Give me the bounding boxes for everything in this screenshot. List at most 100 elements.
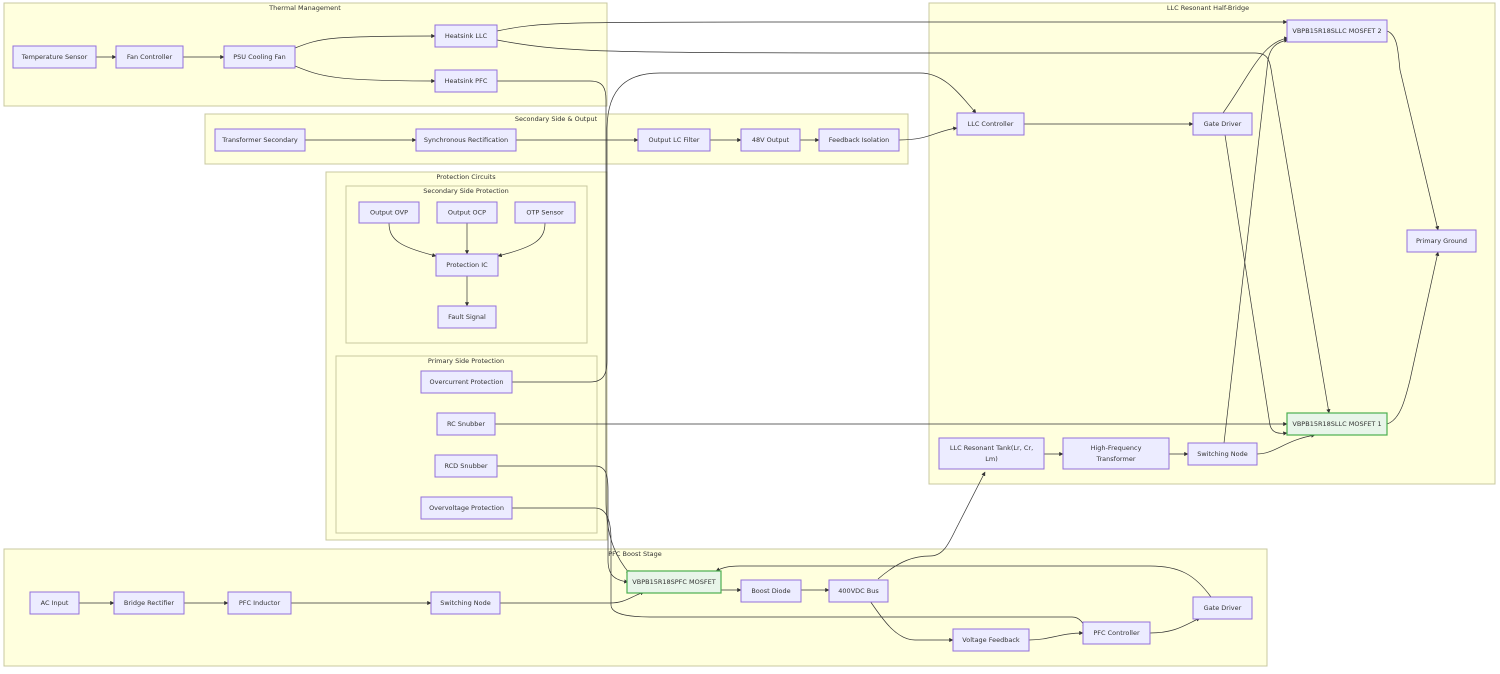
edge-mosfet1-ground [1386,251,1440,425]
node-mosfet-1[interactable]: VBPB15R18SLLC MOSFET 1 [1286,412,1388,436]
edge-feedback-pfcctrl [1028,630,1084,641]
node-llc-switching-node[interactable]: Switching Node [1187,442,1258,466]
label-llc-tank-line2: Lm) [985,455,998,463]
label-synchronous-rectification: Synchronous Rectification [424,136,508,144]
node-synchronous-rectification[interactable]: Synchronous Rectification [415,128,517,152]
label-overcurrent-protection: Overcurrent Protection [430,378,504,386]
label-otp-sensor: OTP Sensor [526,209,564,217]
label-voltage-feedback: Voltage Feedback [962,636,1020,644]
edge-rcd-pfcmosfet [497,465,629,584]
node-rcd-snubber[interactable]: RCD Snubber [434,454,498,478]
label-bridge-rectifier: Bridge Rectifier [124,599,174,607]
label-overvoltage-protection: Overvoltage Protection [429,504,504,512]
node-pfc-gate-driver[interactable]: Gate Driver [1192,596,1253,620]
cluster-pfc-boost-stage: PFC Boost Stage [3,548,1268,667]
cluster-title-protection: Protection Circuits [436,173,496,181]
edge-psufan-heatsinkllc [294,33,436,49]
label-output-ovp: Output OVP [370,209,408,217]
node-overvoltage-protection[interactable]: Overvoltage Protection [420,496,513,520]
node-pfc-mosfet[interactable]: VBPB15R18SPFC MOSFET [626,570,722,594]
label-fault-signal: Fault Signal [448,313,486,321]
cluster-thermal-management: Thermal Management [3,2,608,107]
edge-otp-ic [497,222,546,258]
cluster-title-llc: LLC Resonant Half-Bridge [1167,4,1249,12]
label-output-ocp: Output OCP [448,209,486,217]
cluster-secondary-output: Secondary Side & Output [204,113,909,165]
node-otp-sensor[interactable]: OTP Sensor [514,201,576,224]
node-llc-controller[interactable]: LLC Controller [956,112,1025,136]
label-mosfet-2: VBPB15R18SLLC MOSFET 2 [1292,27,1381,35]
node-output-lc-filter[interactable]: Output LC Filter [637,128,711,152]
label-heatsink-llc: Heatsink LLC [445,32,488,40]
label-pfc-switching-node: Switching Node [440,599,491,607]
edge-gatedriver-mosfet1 [1224,134,1288,436]
node-output-ovp[interactable]: Output OVP [358,201,420,224]
node-heatsink-llc[interactable]: Heatsink LLC [434,24,498,48]
node-48v-output[interactable]: 48V Output [740,128,801,152]
node-overcurrent-protection[interactable]: Overcurrent Protection [420,370,513,394]
node-psu-cooling-fan[interactable]: PSU Cooling Fan [223,45,296,69]
node-bridge-rectifier[interactable]: Bridge Rectifier [113,591,185,615]
edge-bus-tank [877,471,986,580]
node-400vdc-bus[interactable]: 400VDC Bus [828,579,889,603]
node-pfc-controller[interactable]: PFC Controller [1082,621,1151,645]
edge-gatedriver-mosfet2 [1222,36,1289,114]
node-llc-resonant-tank[interactable]: LLC Resonant Tank(Lr, Cr, Lm) [938,437,1045,470]
cluster-title-pfc: PFC Boost Stage [608,550,661,558]
node-ac-input[interactable]: AC Input [29,591,80,615]
node-output-ocp[interactable]: Output OCP [436,201,498,224]
cluster-title-secondary-protection: Secondary Side Protection [423,187,509,195]
label-protection-ic: Protection IC [446,261,488,269]
label-heatsink-pfc: Heatsink PFC [445,77,488,85]
node-fan-controller[interactable]: Fan Controller [115,45,184,69]
node-pfc-switching-node[interactable]: Switching Node [430,591,501,615]
edge-heatsinkllc-mosfet2 [496,19,1288,32]
node-primary-ground[interactable]: Primary Ground [1406,229,1477,253]
label-hf-transformer-line2: Transformer [1095,455,1135,463]
label-fan-controller: Fan Controller [127,53,173,61]
node-transformer-secondary[interactable]: Transformer Secondary [214,128,306,152]
node-mosfet-2[interactable]: VBPB15R18SLLC MOSFET 2 [1286,19,1388,43]
label-boost-diode: Boost Diode [751,587,790,595]
edge-overcurrent-llcctrl [512,72,977,383]
edge-ovp-pfcctrl [512,507,1087,630]
node-feedback-isolation[interactable]: Feedback Isolation [818,128,900,152]
label-llc-tank-line1: LLC Resonant Tank(Lr, Cr, [950,444,1033,452]
node-llc-gate-driver[interactable]: Gate Driver [1192,112,1253,136]
cluster-title-secondary-output: Secondary Side & Output [515,115,598,123]
label-psu-cooling-fan: PSU Cooling Fan [233,53,286,61]
node-heatsink-pfc[interactable]: Heatsink PFC [434,69,498,93]
node-temperature-sensor[interactable]: Temperature Sensor [12,45,97,69]
edge-switching-mosfet2 [1223,38,1289,444]
edges [79,19,1440,643]
label-rcd-snubber: RCD Snubber [444,462,487,470]
node-protection-ic[interactable]: Protection IC [435,253,499,277]
cluster-title-thermal: Thermal Management [268,4,341,12]
label-rc-snubber: RC Snubber [447,420,485,428]
label-feedback-isolation: Feedback Isolation [829,136,890,144]
edge-switching-mosfet1 [1256,433,1316,455]
cluster-llc-half-bridge: LLC Resonant Half-Bridge [928,2,1496,485]
cluster-title-primary-protection: Primary Side Protection [428,357,504,365]
edge-pfcctrl-gatedriver [1149,617,1201,634]
edge-ovp-ic [388,222,437,258]
node-boost-diode[interactable]: Boost Diode [740,579,802,603]
node-rc-snubber[interactable]: RC Snubber [436,412,496,436]
label-llc-switching-node: Switching Node [1197,450,1248,458]
label-temperature-sensor: Temperature Sensor [21,53,88,61]
label-output-lc-filter: Output LC Filter [649,136,700,144]
node-high-frequency-transformer[interactable]: High-Frequency Transformer [1062,437,1170,470]
node-fault-signal[interactable]: Fault Signal [437,305,497,329]
edge-bus-feedback [869,600,954,643]
label-400vdc-bus: 400VDC Bus [838,587,879,595]
label-hf-transformer-line1: High-Frequency [1091,444,1142,452]
node-pfc-inductor[interactable]: PFC Inductor [227,591,292,615]
label-48v-output: 48V Output [752,136,790,144]
label-llc-controller: LLC Controller [968,120,1014,128]
edge-feedback-llcctrl [898,126,958,141]
label-pfc-controller: PFC Controller [1093,629,1140,637]
node-voltage-feedback[interactable]: Voltage Feedback [952,628,1030,652]
edge-mosfet2-ground [1386,30,1440,231]
label-llc-gate-driver: Gate Driver [1204,120,1242,128]
